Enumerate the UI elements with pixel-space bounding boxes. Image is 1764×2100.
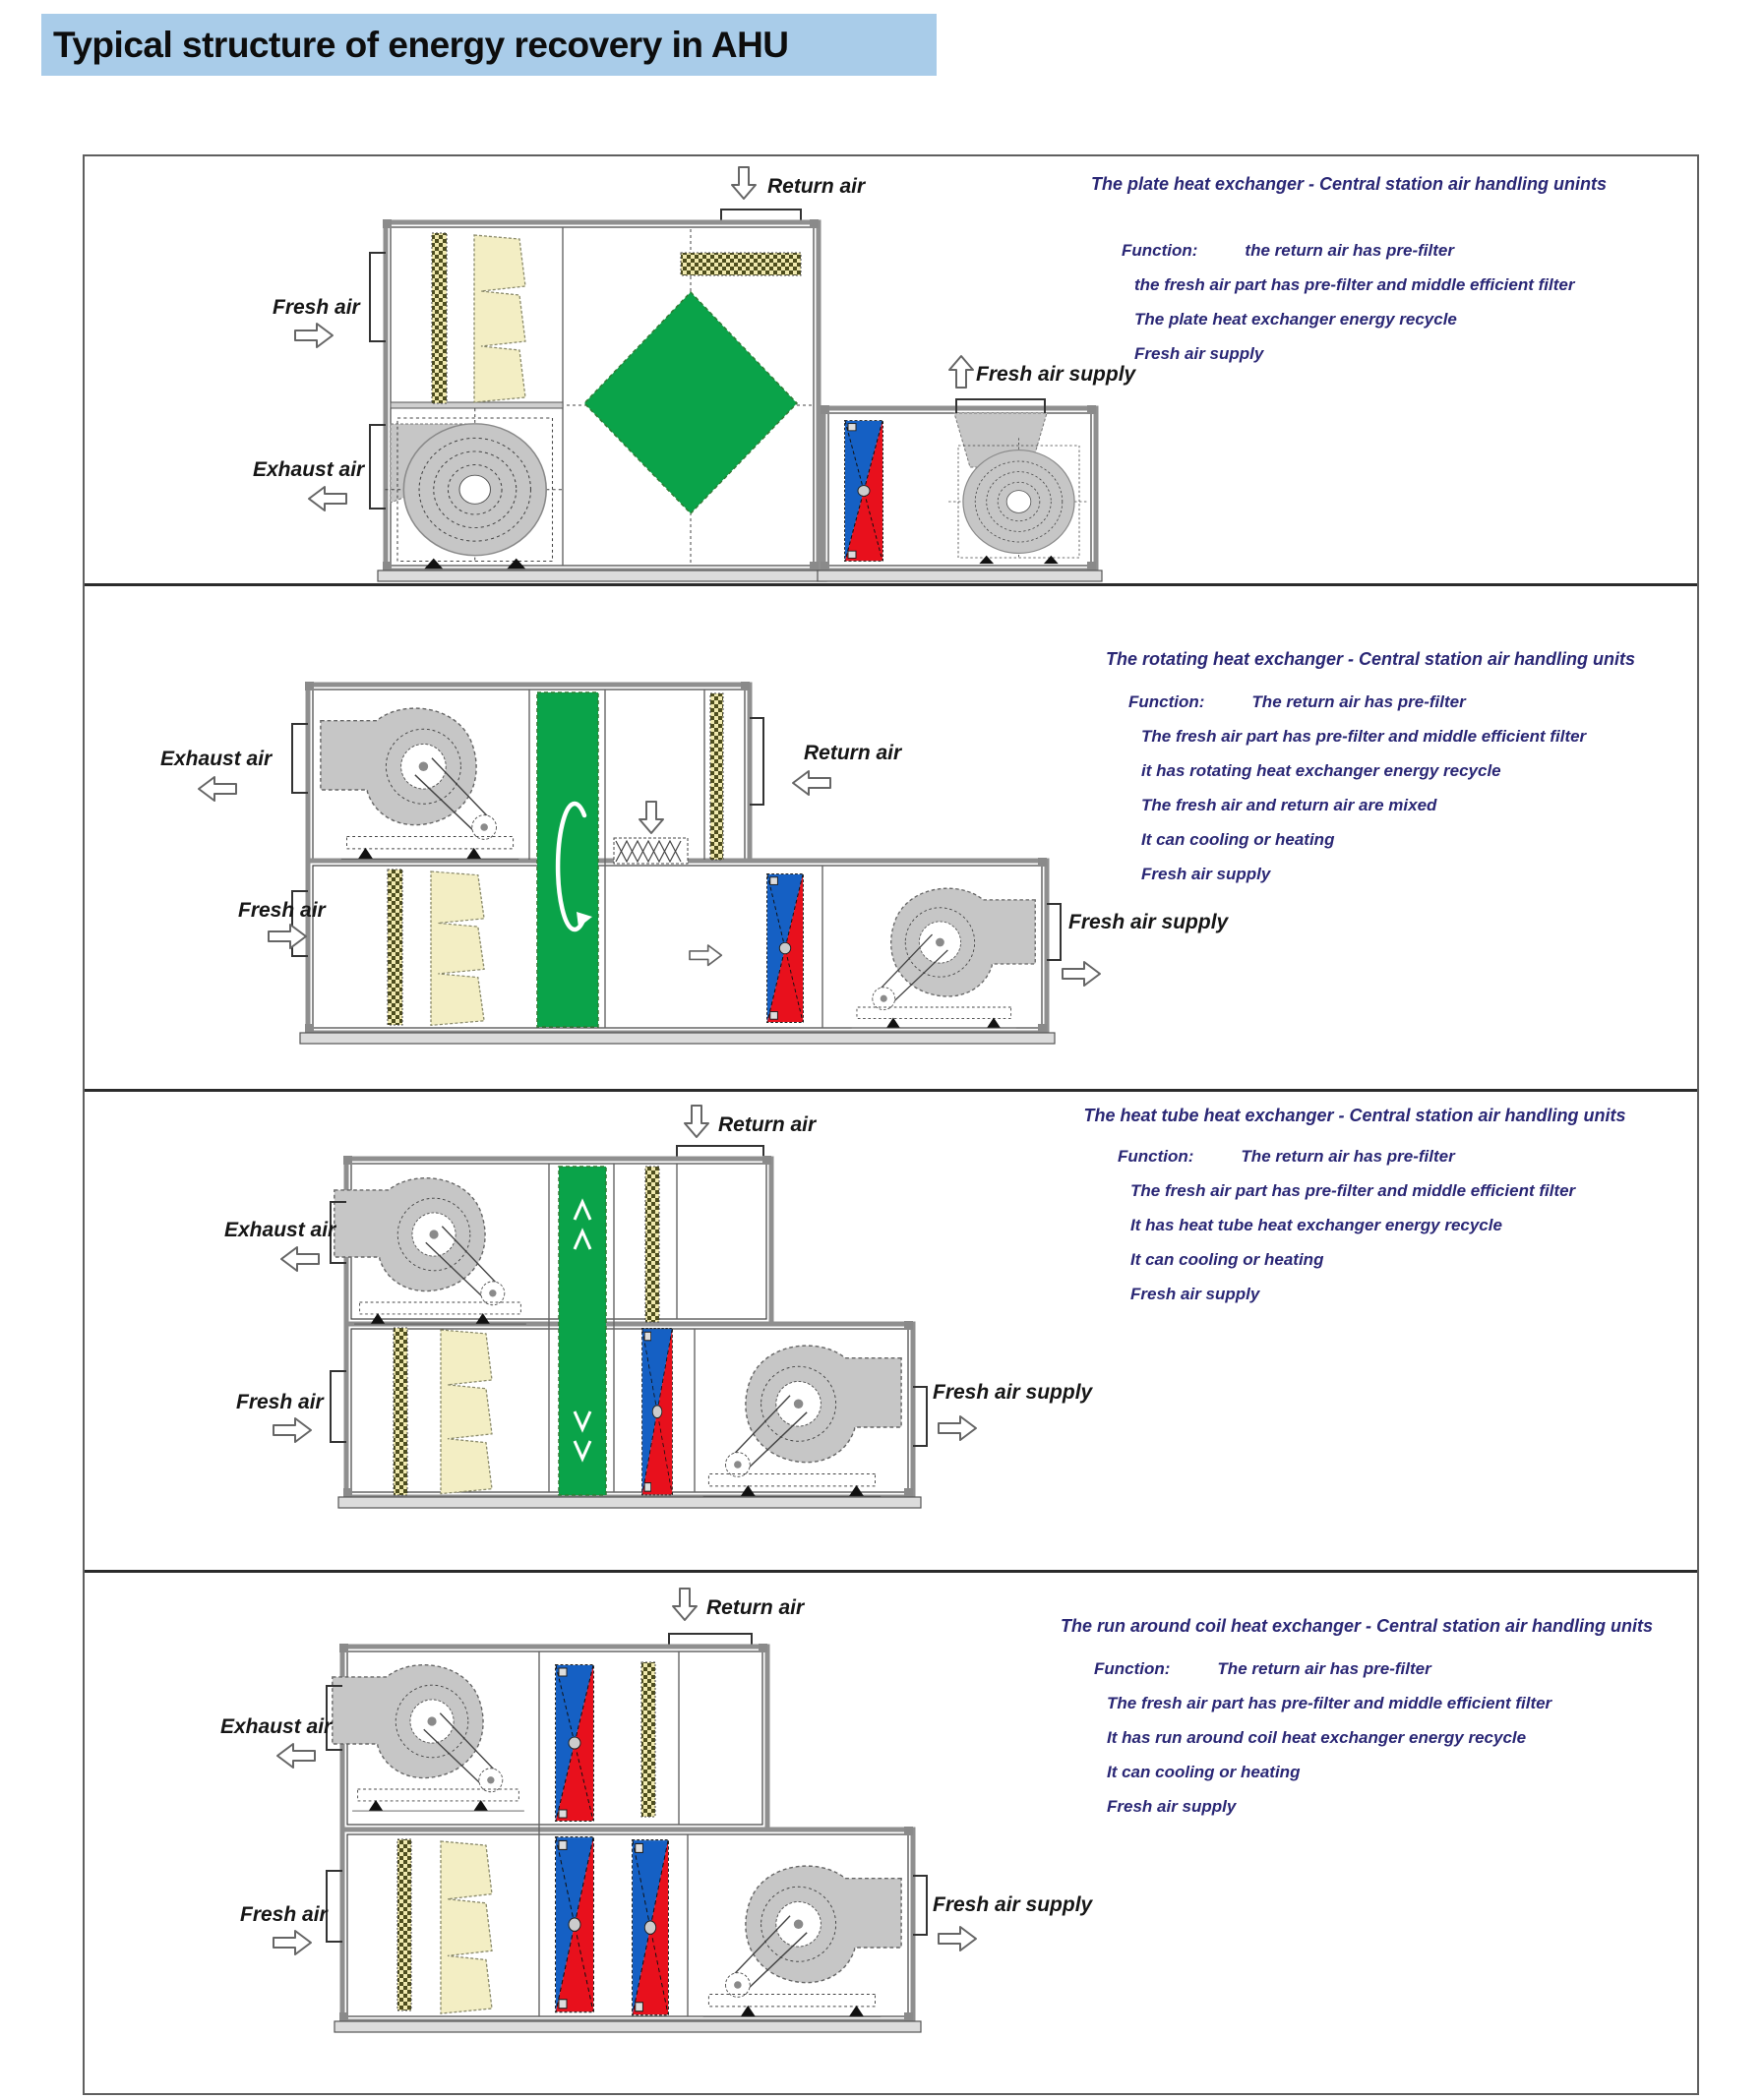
up-arrow-icon — [948, 355, 974, 389]
panel-heat-tube-heat-exchanger: Return air Exhaust air — [85, 1092, 1697, 1573]
return-pre-filter — [640, 1661, 656, 1818]
panel-run-around-coil-heat-exchanger: Return air Exhaust air Fresh air — [85, 1573, 1697, 2093]
return-air-label: Return air — [718, 1113, 818, 1136]
panel-description: Function:The return air has pre-filter T… — [1118, 1147, 1576, 1303]
bag-filter — [430, 870, 485, 1027]
diagram-outer-frame: Return air Fresh air — [83, 154, 1699, 2095]
run-around-coil-supply — [554, 1836, 595, 2013]
panel-title: The heat tube heat exchanger - Central s… — [1083, 1106, 1626, 1125]
rotating-heat-exchanger-wheel — [536, 691, 599, 1028]
panel-rotating-heat-exchanger: Exhaust air Return air Fresh air Fresh a… — [85, 586, 1697, 1092]
down-arrow-icon — [672, 1588, 698, 1621]
page-title: Typical structure of energy recovery in … — [53, 25, 789, 65]
fresh-air-supply-label: Fresh air supply — [933, 1381, 1094, 1404]
panel-description: Function:The return air has pre-filter T… — [1128, 692, 1587, 883]
pre-filter — [393, 1327, 408, 1496]
right-arrow-icon — [273, 1417, 312, 1443]
return-air-label: Return air — [767, 175, 867, 198]
right-arrow-icon — [938, 1926, 977, 1951]
function-label: Function: — [1122, 241, 1198, 260]
left-arrow-icon — [198, 776, 237, 802]
bag-filter — [440, 1329, 493, 1495]
heat-tube-heat-exchanger — [558, 1166, 607, 1496]
ahu-diagram-rotating: Exhaust air Return air Fresh air Fresh a… — [160, 682, 1230, 1045]
right-arrow-icon — [268, 924, 307, 949]
cooling-heating-coil — [844, 419, 883, 563]
fresh-air-supply-label: Fresh air supply — [976, 363, 1137, 386]
bag-filter — [473, 234, 526, 403]
bag-filter — [440, 1840, 493, 2014]
exhaust-air-label: Exhaust air — [224, 1219, 337, 1241]
panel-description: Function:The return air has pre-filter T… — [1094, 1659, 1552, 1816]
exhaust-air-label: Exhaust air — [253, 458, 366, 481]
panel-plate-heat-exchanger: Return air Fresh air — [85, 156, 1697, 586]
return-pre-filter — [644, 1166, 660, 1323]
fresh-air-label: Fresh air — [273, 296, 362, 319]
function-label: Function: — [1128, 692, 1205, 711]
right-arrow-icon — [294, 323, 334, 348]
down-arrow-icon — [731, 166, 757, 200]
pre-filter — [396, 1838, 412, 2011]
right-arrow-icon — [938, 1415, 977, 1441]
ahu-diagram-plate: Return air Fresh air — [253, 166, 1137, 582]
panel-title: The plate heat exchanger - Central stati… — [1090, 174, 1608, 194]
panel-title: The run around coil heat exchanger - Cen… — [1060, 1616, 1654, 1636]
return-air-label: Return air — [706, 1596, 806, 1619]
right-arrow-icon — [273, 1930, 312, 1955]
exhaust-air-label: Exhaust air — [160, 748, 274, 770]
fresh-air-label: Fresh air — [238, 899, 328, 922]
panel-description: Function:the return air has pre-filter t… — [1122, 241, 1575, 363]
left-arrow-icon — [276, 1743, 316, 1769]
pre-filter — [387, 869, 403, 1026]
cooling-heating-coil — [765, 872, 805, 1024]
down-arrow-icon — [684, 1105, 709, 1138]
left-arrow-icon — [792, 770, 831, 796]
pre-filter — [431, 232, 448, 404]
ahu-diagram-run-around-coil: Return air Exhaust air Fresh air — [220, 1588, 1094, 2033]
plate-heat-exchanger — [582, 290, 799, 515]
fresh-air-supply-label: Fresh air supply — [933, 1893, 1094, 1916]
left-arrow-icon — [308, 486, 347, 511]
cooling-heating-coil — [640, 1327, 674, 1496]
return-pre-filter — [709, 692, 724, 861]
left-arrow-icon — [280, 1246, 320, 1272]
cooling-heating-coil — [631, 1839, 670, 2016]
ahu-diagram-heat-tube: Return air Exhaust air — [224, 1105, 1094, 1509]
right-arrow-icon — [1062, 961, 1101, 987]
function-label: Function: — [1094, 1659, 1171, 1678]
page-title-bar: Typical structure of energy recovery in … — [41, 14, 937, 76]
fresh-air-supply-label: Fresh air supply — [1068, 911, 1230, 933]
return-pre-filter — [680, 252, 802, 276]
return-air-label: Return air — [804, 742, 903, 764]
mixing-damper — [613, 837, 689, 865]
function-label: Function: — [1118, 1147, 1194, 1166]
run-around-coil-exhaust — [555, 1664, 594, 1822]
fresh-air-label: Fresh air — [236, 1391, 326, 1413]
exhaust-air-label: Exhaust air — [220, 1715, 334, 1738]
panel-title: The rotating heat exchanger - Central st… — [1105, 649, 1636, 669]
fresh-air-label: Fresh air — [240, 1903, 330, 1926]
